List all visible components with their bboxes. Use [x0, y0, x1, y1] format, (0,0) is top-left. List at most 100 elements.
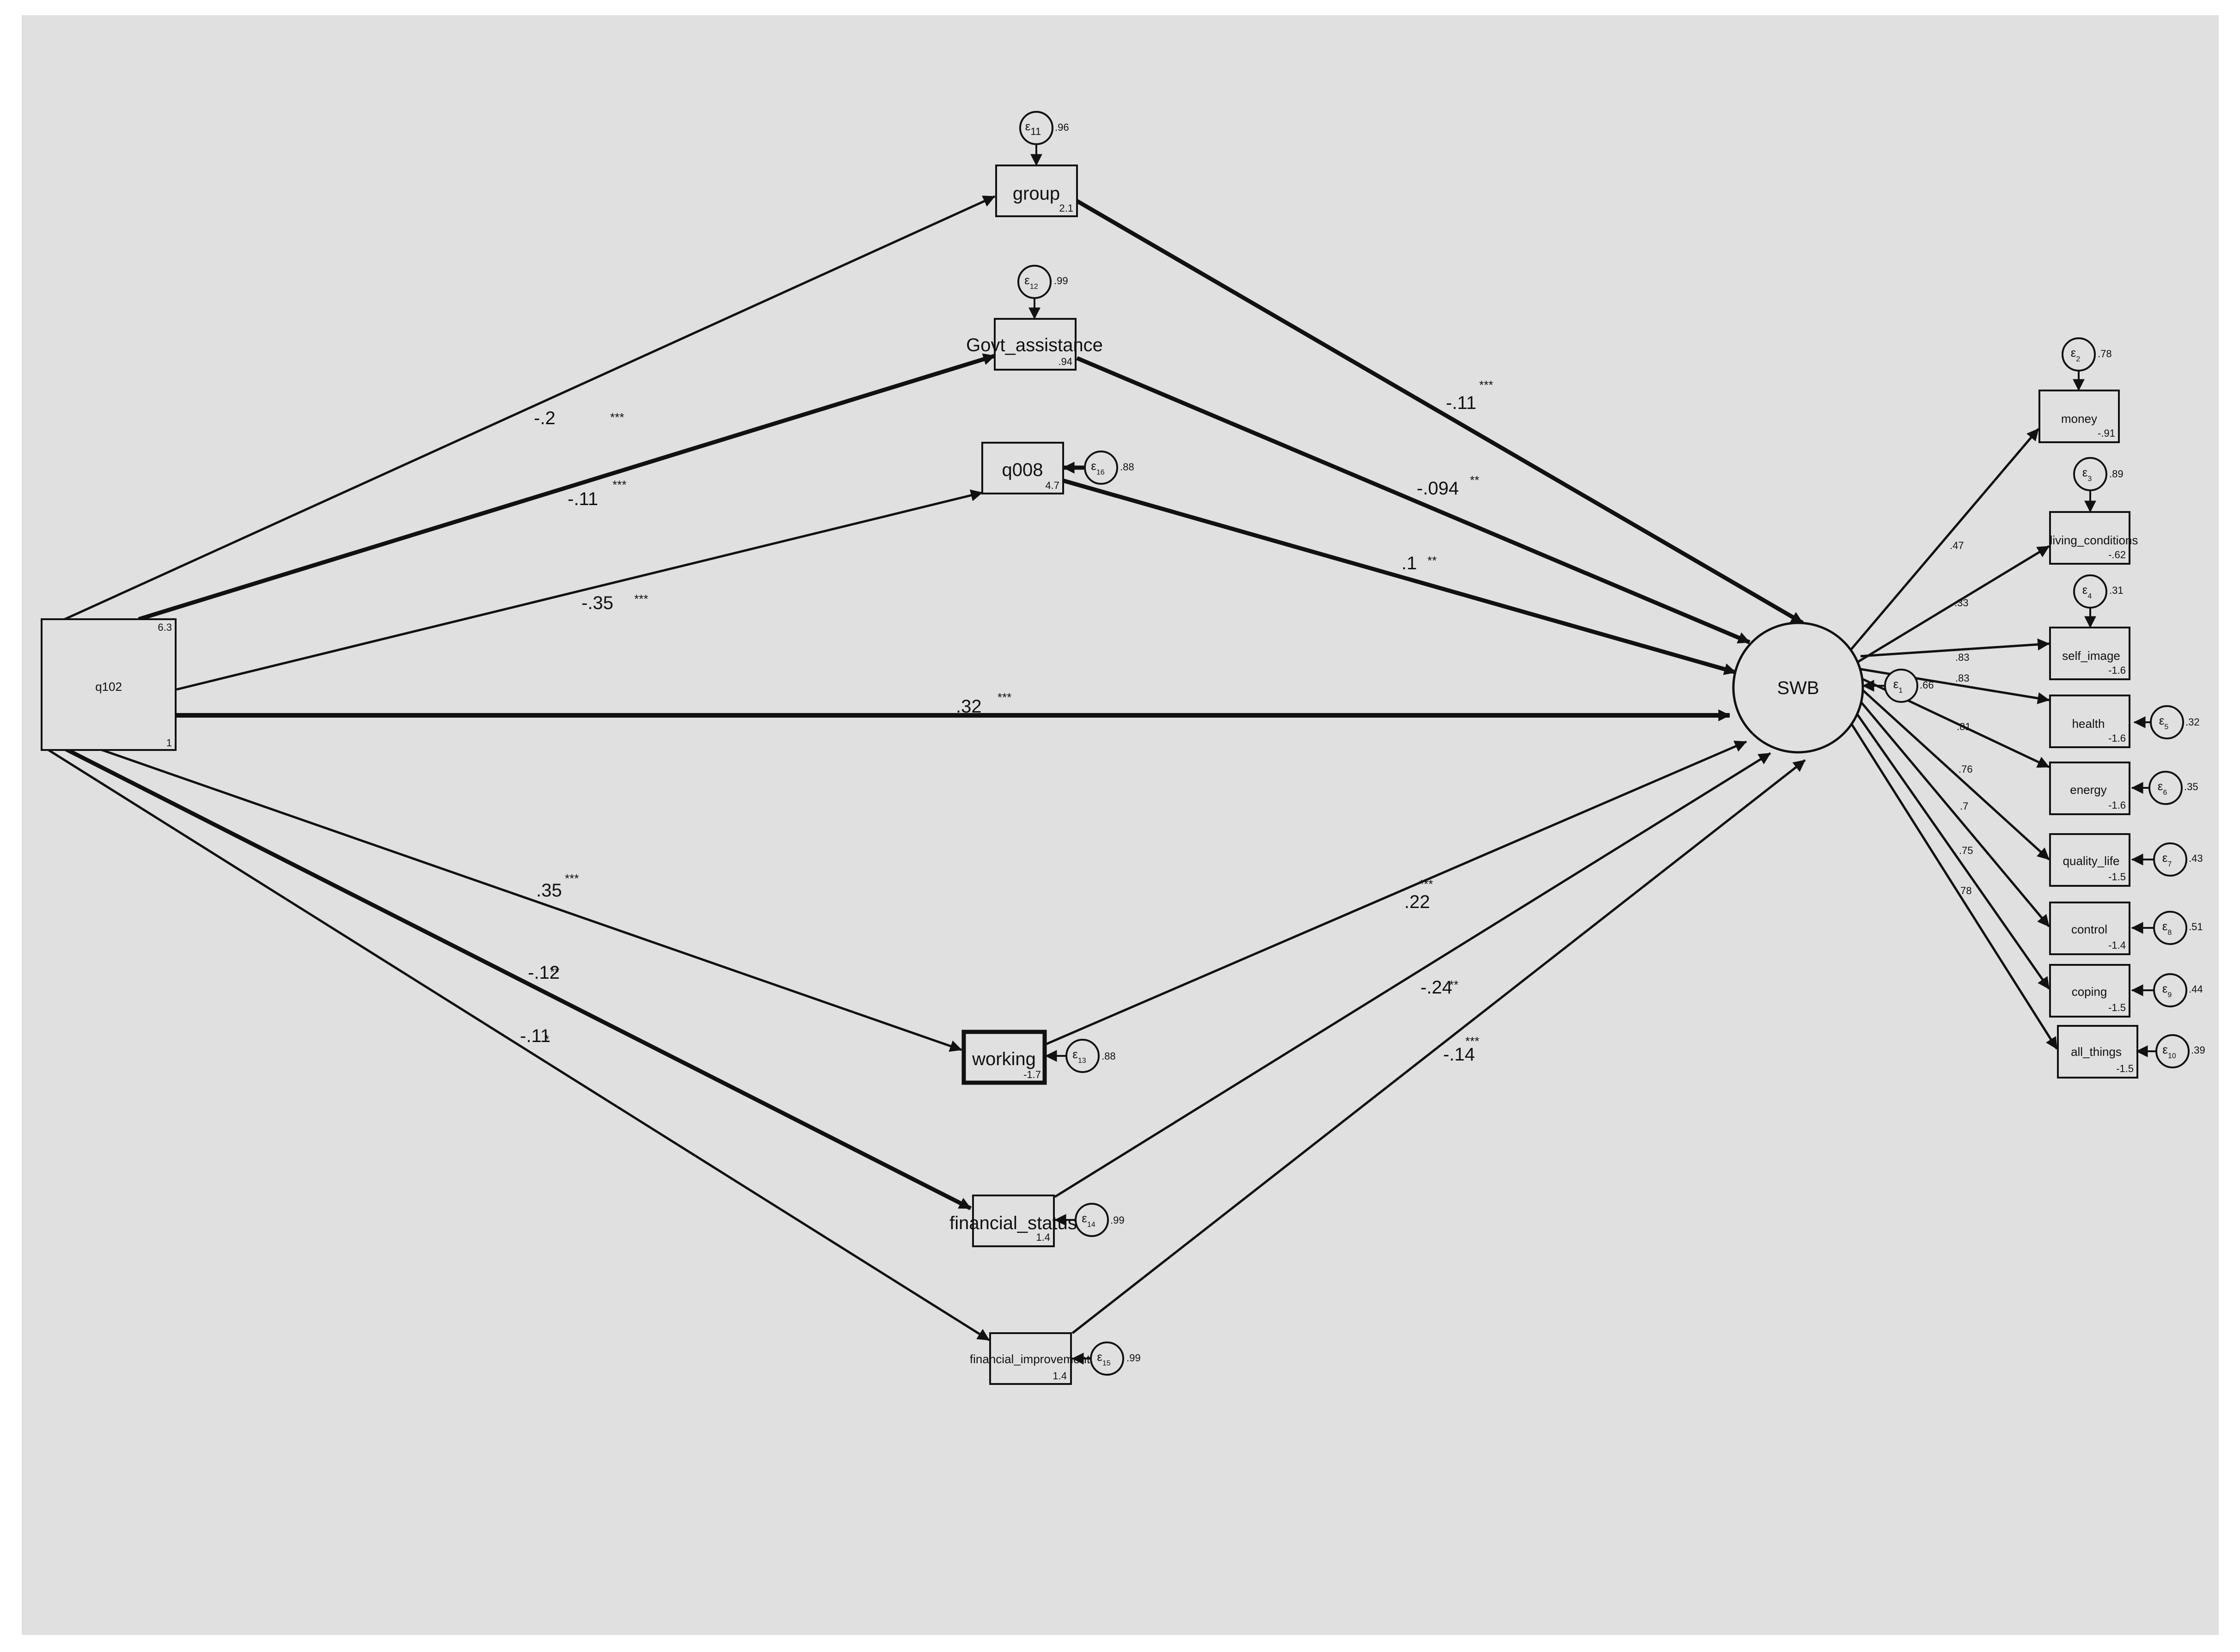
svg-text:ε3: ε3	[2082, 465, 2092, 483]
error-e2: ε2 .78	[2062, 337, 2112, 372]
structural-paths	[45, 195, 1806, 1341]
coef-q102-fin-status-stars: **	[550, 965, 559, 979]
node-energy[interactable]: energy -1.6	[2049, 762, 2130, 815]
node-group[interactable]: group 2.1	[995, 165, 1078, 217]
path-q102-govt	[138, 353, 996, 622]
error-e7-letter: ε	[2162, 851, 2168, 865]
node-quality-life[interactable]: quality_life -1.5	[2049, 833, 2130, 887]
error-e10-sub: 10	[2168, 1052, 2176, 1060]
coef-fin-status-swb-stars: **	[1449, 978, 1458, 992]
error-e15-value: .99	[1126, 1352, 1141, 1364]
coef-working-swb: .22	[1404, 892, 1430, 912]
node-q008[interactable]: q008 4.7	[981, 442, 1064, 494]
node-group-label: group	[1013, 183, 1060, 204]
loading-all-things-path	[1845, 715, 2058, 1050]
node-govt-assistance[interactable]: Govt_assistance .94	[966, 318, 1103, 371]
error-e13-sub: 13	[1078, 1057, 1086, 1065]
node-q008-value: 4.7	[1045, 480, 1059, 491]
node-working[interactable]: working -1.7	[961, 1030, 1047, 1085]
path-fin-status-swb	[1054, 752, 1771, 1198]
path-q102-group	[64, 195, 996, 621]
loading-money: .47	[1950, 540, 1964, 551]
node-health[interactable]: health -1.6	[2049, 695, 2130, 748]
coef-govt-swb: -.094	[1417, 478, 1459, 499]
node-q008-label: q008	[1002, 460, 1043, 480]
node-q102-bottom-value: 1	[166, 737, 172, 749]
coef-q102-group-stars: ***	[610, 410, 624, 424]
error-e10-value: .39	[2191, 1044, 2205, 1056]
error-e6-value: .35	[2184, 781, 2198, 792]
error-e5-letter: ε	[2159, 713, 2165, 727]
node-quality-label: quality_life	[2063, 854, 2120, 868]
loading-coping-path	[1848, 701, 2050, 990]
svg-text:ε16: ε16	[1091, 459, 1104, 476]
coef-q102-swb-stars: ***	[998, 690, 1011, 704]
node-money[interactable]: money -.91	[2038, 390, 2120, 443]
loading-money-path	[1850, 428, 2039, 650]
node-working-value: -1.7	[1023, 1069, 1041, 1080]
error-e11: ε11 .96	[1019, 111, 1069, 145]
error-e7-value: .43	[2189, 853, 2203, 864]
svg-text:ε11: ε11	[1025, 119, 1041, 137]
svg-text:ε8: ε8	[2162, 919, 2172, 937]
node-living-value: -.62	[2108, 549, 2126, 561]
measurement-paths	[1845, 428, 2058, 1050]
svg-text:ε14: ε14	[1082, 1211, 1095, 1229]
error-e16-letter: ε	[1091, 459, 1096, 473]
error-e16-sub: 16	[1096, 469, 1105, 476]
svg-text:ε4: ε4	[2082, 583, 2092, 600]
path-q102-fin-status	[63, 746, 972, 1211]
node-financial-status[interactable]: financial_status 1.4	[949, 1195, 1077, 1247]
error-e12-letter: ε	[1024, 273, 1030, 287]
error-e11-sub: 11	[1030, 126, 1041, 137]
error-e4: ε4 .31	[2073, 574, 2124, 609]
node-coping[interactable]: coping -1.5	[2049, 964, 2130, 1018]
node-financial-improvement[interactable]: financial_improvement 1.4	[970, 1332, 1090, 1385]
node-control[interactable]: control -1.4	[2049, 902, 2130, 955]
node-swb[interactable]: SWB	[1732, 622, 1864, 754]
node-living-conditions[interactable]: living_conditions -.62	[2049, 511, 2138, 565]
error-e12-value: .99	[1054, 275, 1068, 287]
path-q008-swb	[1062, 478, 1737, 675]
node-govt-value: .94	[1058, 356, 1072, 367]
error-e4-value: .31	[2109, 585, 2124, 596]
svg-text:ε15: ε15	[1097, 1350, 1110, 1367]
path-q102-fin-improve	[45, 747, 990, 1341]
coef-group-swb-stars: ***	[1479, 378, 1493, 392]
svg-text:ε7: ε7	[2162, 851, 2172, 868]
error-e5-sub: 5	[2164, 723, 2168, 731]
error-e7: ε7 .43	[2153, 842, 2203, 877]
error-e8-letter: ε	[2162, 919, 2168, 933]
node-group-value: 2.1	[1059, 202, 1073, 214]
node-self-image[interactable]: self_image -1.6	[2049, 627, 2130, 680]
error-e14: ε14 .99	[1075, 1203, 1125, 1237]
error-e2-sub: 2	[2076, 355, 2080, 363]
path-fin-improve-swb	[1071, 759, 1806, 1334]
coef-q102-govt: -.11	[568, 489, 598, 509]
node-q102[interactable]: q102 6.3 1	[41, 618, 177, 751]
error-e5-value: .32	[2185, 716, 2200, 728]
node-self-image-value: -1.6	[2108, 664, 2126, 676]
node-all-things-value: -1.5	[2116, 1063, 2134, 1074]
node-all-things[interactable]: all_things -1.5	[2057, 1025, 2138, 1079]
error-e14-letter: ε	[1082, 1211, 1087, 1225]
coef-q102-swb: .32	[956, 696, 982, 717]
coefficient-labels: -.2 *** -.11 *** -.35 *** .32 *** .35 **…	[520, 378, 1493, 1065]
node-energy-value: -1.6	[2108, 799, 2126, 811]
error-e10-letter: ε	[2162, 1042, 2168, 1056]
node-coping-value: -1.5	[2108, 1002, 2126, 1013]
coef-q102-fin-improve-stars: *	[545, 1032, 549, 1046]
error-e1: ε1 .66	[1884, 669, 1934, 703]
path-govt-swb	[1076, 356, 1750, 645]
error-e15-letter: ε	[1097, 1350, 1102, 1364]
svg-text:ε5: ε5	[2159, 713, 2169, 731]
path-q102-q008	[176, 489, 983, 691]
loading-all-things: .78	[1958, 885, 1972, 896]
loading-labels: .47 .33 .83 .83 .81 .76 .7 .75 .78	[1950, 540, 1973, 896]
error-e8-sub: 8	[2167, 929, 2172, 937]
node-coping-label: coping	[2072, 985, 2107, 999]
svg-text:ε2: ε2	[2071, 346, 2081, 363]
coef-q102-q008-stars: ***	[634, 592, 648, 606]
error-e5: ε5 .32	[2150, 705, 2200, 739]
